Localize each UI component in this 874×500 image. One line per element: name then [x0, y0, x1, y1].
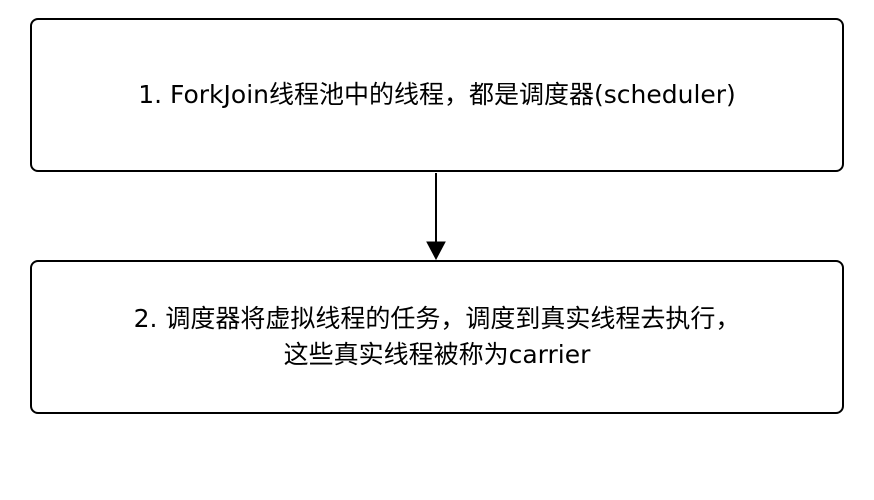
- step-2-box: 2. 调度器将虚拟线程的任务，调度到真实线程去执行， 这些真实线程被称为carr…: [30, 260, 844, 414]
- arrow-head: [426, 241, 446, 261]
- step-2-line-2: 这些真实线程被称为carrier: [283, 340, 591, 369]
- step-1-box: 1. ForkJoin线程池中的线程，都是调度器(scheduler): [30, 18, 844, 172]
- step-1-text: 1. ForkJoin线程池中的线程，都是调度器(scheduler): [138, 77, 736, 113]
- step-1-line-1: 1. ForkJoin线程池中的线程，都是调度器(scheduler): [138, 80, 736, 109]
- step-2-line-1: 2. 调度器将虚拟线程的任务，调度到真实线程去执行，: [133, 304, 741, 333]
- step-2-text: 2. 调度器将虚拟线程的任务，调度到真实线程去执行， 这些真实线程被称为carr…: [134, 301, 741, 373]
